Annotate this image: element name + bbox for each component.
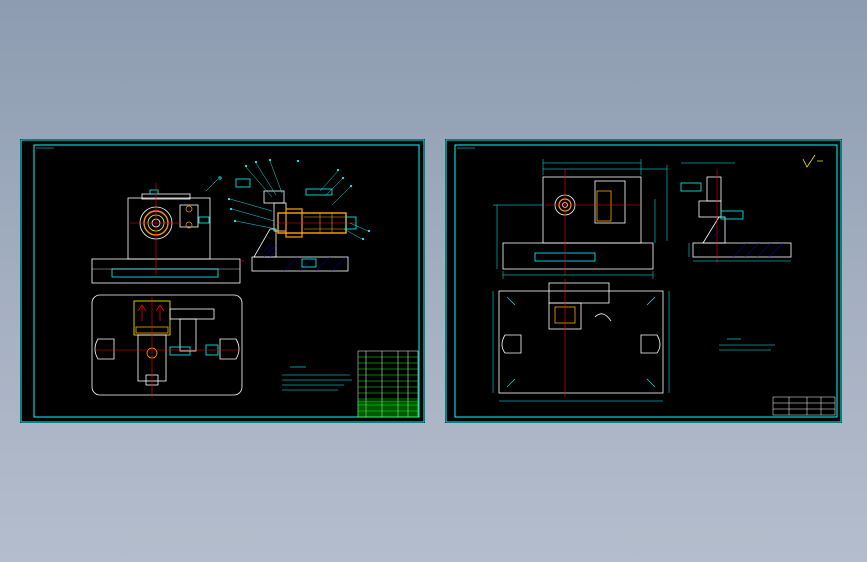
title-block[interactable] (772, 396, 836, 416)
inner-frame (454, 144, 838, 418)
top-dimension-lines (492, 291, 670, 402)
base-plate (502, 242, 654, 270)
top-arm (169, 308, 215, 320)
top-view[interactable] (91, 294, 243, 397)
front-view[interactable] (493, 159, 668, 279)
top-left-u-slot (501, 334, 522, 354)
leader-lines (229, 160, 369, 240)
side-base-plate (251, 256, 349, 272)
side-rib (702, 216, 726, 244)
side-column (273, 202, 287, 232)
side-upright-rib (253, 228, 277, 258)
section-hatch (710, 228, 784, 258)
top-right-u-slot (640, 334, 661, 354)
side-column (706, 176, 722, 202)
corner-marks (506, 296, 656, 388)
parts-list-columns (365, 351, 409, 417)
top-nut (149, 189, 159, 195)
bushing-lines (304, 213, 346, 233)
side-base-slot (301, 258, 317, 268)
end-nut (345, 216, 357, 230)
side-top-block (263, 190, 285, 204)
fixture-body (542, 176, 642, 244)
side-view[interactable] (680, 162, 792, 263)
top-base-plate (498, 290, 664, 394)
front-view[interactable] (91, 176, 244, 284)
side-left-block (235, 178, 251, 188)
balloons (227, 158, 371, 241)
outer-frame (20, 139, 425, 423)
balloon (218, 176, 222, 180)
fixture-top-cap (141, 193, 191, 200)
technical-notes[interactable] (719, 338, 775, 351)
clamp-screw-top (185, 205, 193, 213)
side-clamp-block (179, 204, 199, 228)
assembly-drawing-canvas (20, 139, 425, 423)
top-left-u-slot (94, 338, 115, 360)
bushing-slot (596, 190, 612, 222)
side-block (594, 180, 626, 224)
top-arc (594, 313, 612, 322)
technical-notes[interactable] (282, 366, 352, 391)
side-dimension-lines (681, 162, 791, 262)
side-section-view[interactable] (227, 158, 371, 272)
drawing-sheet-assembly[interactable] (20, 139, 425, 423)
inner-frame (33, 144, 420, 418)
title-block (357, 400, 419, 418)
surface-roughness-symbol (802, 154, 823, 168)
side-upright (698, 200, 722, 218)
base-slot (111, 268, 219, 278)
side-base-plate (692, 242, 792, 258)
top-base-plate (91, 294, 243, 396)
top-view[interactable] (492, 279, 670, 402)
fixture-body (127, 197, 211, 260)
leader-line (205, 178, 219, 192)
part-drawing-canvas (445, 139, 842, 423)
outer-frame (445, 139, 842, 423)
clamp-nut (198, 216, 210, 224)
top-column (179, 318, 197, 352)
drawing-sheet-part[interactable] (445, 139, 842, 423)
side-top-clamp (305, 188, 333, 196)
top-screw-left (169, 346, 191, 356)
side-left-block (680, 182, 702, 192)
clamp-screw-bottom (185, 221, 193, 229)
side-dim-block (720, 210, 744, 220)
top-right-u-slot (219, 338, 240, 360)
title-block-frame (772, 396, 836, 416)
top-arrows (137, 304, 165, 321)
parts-list-title-block[interactable] (357, 350, 419, 418)
dimension-lines (493, 159, 668, 279)
top-body (548, 282, 610, 304)
